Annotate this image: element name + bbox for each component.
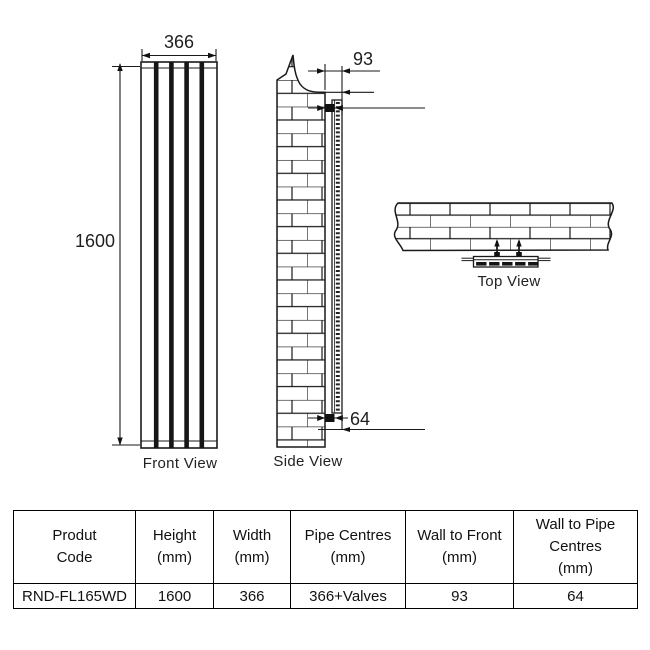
- spec-value-wall-to-front: 93: [405, 583, 514, 609]
- spec-header-wall-to-front: Wall to Front (mm): [405, 510, 514, 584]
- top-radiator-profile: [472, 255, 539, 268]
- top-valve-stubs: [461, 257, 551, 262]
- front-view-drawing: [112, 49, 218, 449]
- spec-header-row: Produt Code Height (mm) Width (mm) Pipe …: [13, 510, 638, 584]
- front-panel-bar: [184, 62, 189, 448]
- spec-header-height: Height (mm): [135, 510, 214, 584]
- spec-table: Produt Code Height (mm) Width (mm) Pipe …: [13, 510, 638, 609]
- spec-value-height: 1600: [135, 583, 214, 609]
- spec-value-width: 366: [213, 583, 291, 609]
- spec-value-wall-to-pipe-centres: 64: [513, 583, 638, 609]
- front-panel-bar: [199, 62, 205, 448]
- spec-value-product-code: RND-FL165WD: [13, 583, 136, 609]
- side-view-label: Side View: [273, 453, 343, 470]
- top-wall-pin: [516, 239, 522, 257]
- front-height-dimension-lines: [112, 63, 140, 446]
- spec-header-width: Width (mm): [213, 510, 291, 584]
- top-view-drawing: [393, 202, 614, 268]
- front-width-dimension-lines: [141, 49, 217, 61]
- top-wall-pin: [494, 239, 500, 257]
- front-view-label: Front View: [142, 455, 218, 472]
- front-height-dimension: 1600: [74, 231, 115, 251]
- side-top-bracket: [308, 104, 425, 112]
- front-panel-bar: [169, 62, 174, 448]
- side-radiator-profile: [331, 99, 343, 414]
- front-width-dimension: 366: [163, 32, 195, 52]
- side-bottom-bracket: [308, 413, 425, 432]
- spec-header-pipe-centres: Pipe Centres (mm): [290, 510, 406, 584]
- spec-value-row: RND-FL165WD 1600 366 366+Valves 93 64: [13, 583, 638, 609]
- spec-header-wall-to-pipe-centres: Wall to Pipe Centres (mm): [513, 510, 638, 584]
- top-view-label: Top View: [477, 273, 541, 290]
- side-wall-to-front-dimension: 93: [352, 49, 374, 69]
- front-panel-bar: [153, 62, 159, 448]
- side-wall-to-pipe-dimension: 64: [349, 409, 371, 429]
- spec-header-product-code: Produt Code: [13, 510, 136, 584]
- side-view-drawing: [276, 54, 425, 448]
- spec-value-pipe-centres: 366+Valves: [290, 583, 406, 609]
